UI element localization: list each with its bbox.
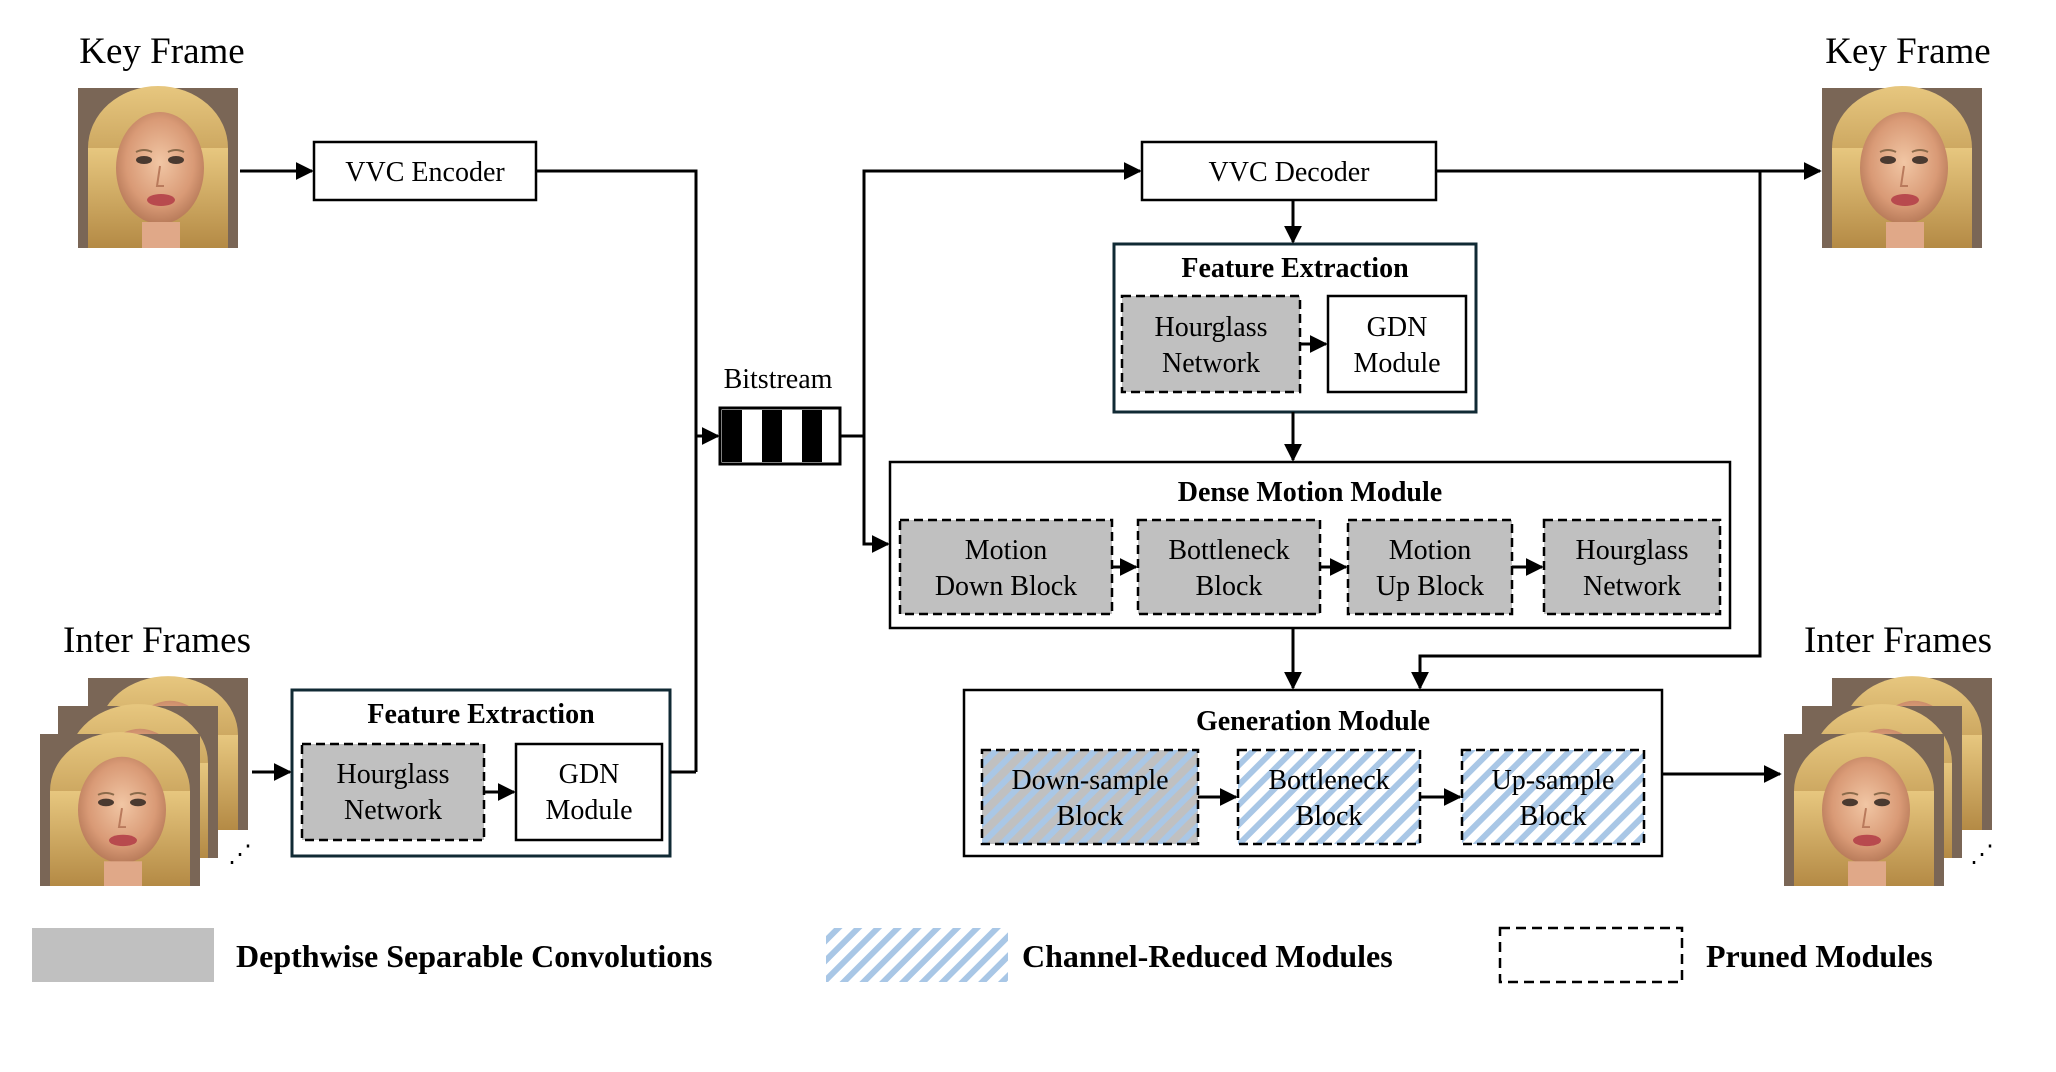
legend-channel-reduced-swatch — [826, 928, 1008, 982]
vvc-encoder-label: VVC Encoder — [345, 157, 505, 188]
decoder-gdn-label-2: Module — [1353, 348, 1440, 379]
key-frame-right-image — [1821, 85, 1983, 249]
decoder-gdn-box — [1326, 294, 1468, 394]
svg-text:⋰: ⋰ — [1970, 842, 1994, 868]
upsample-label-2: Block — [1520, 801, 1587, 832]
key-frame-right-label: Key Frame — [1825, 31, 1990, 72]
inter-frames-right-images: ⋰ — [1783, 675, 1994, 887]
encoder-gdn-label-2: Module — [545, 795, 632, 826]
encoder-hourglass-label-2: Network — [344, 795, 442, 826]
vvc-decoder-box — [1140, 140, 1438, 202]
connectors — [240, 162, 1822, 806]
dense-bottleneck-label: Bottleneck — [1168, 535, 1289, 566]
upsample-block — [1460, 748, 1646, 846]
dense-hourglass-block — [1542, 518, 1722, 616]
encoder-gdn-box — [514, 742, 664, 842]
motion-down-block — [898, 518, 1114, 616]
inter-frames-left-images: ⋰ — [39, 675, 252, 887]
dense-motion-title: Dense Motion Module — [1178, 477, 1442, 508]
decoder-gdn-label: GDN — [1367, 312, 1428, 343]
dense-hourglass-label-2: Network — [1583, 571, 1681, 602]
feature-extraction-decoder-title: Feature Extraction — [1181, 253, 1409, 284]
vvc-encoder-box — [312, 140, 538, 202]
bitstream-icon — [718, 406, 842, 466]
decoder-hourglass-label: Hourglass — [1154, 312, 1267, 343]
encoder-gdn-label: GDN — [559, 759, 620, 790]
inter-frames-right-label: Inter Frames — [1804, 620, 1992, 661]
legend-pruned-swatch — [1498, 926, 1684, 984]
upsample-label: Up-sample — [1492, 765, 1615, 796]
dense-bottleneck-block — [1136, 518, 1322, 616]
decoder-hourglass-box — [1120, 294, 1302, 394]
bitstream-label: Bitstream — [724, 364, 833, 395]
motion-up-block — [1346, 518, 1514, 616]
motion-down-label-2: Down Block — [935, 571, 1077, 602]
generation-bottleneck-block — [1236, 748, 1422, 846]
svg-text:⋰: ⋰ — [228, 842, 252, 868]
legend: Depthwise Separable Convolutions Channel… — [32, 926, 1933, 984]
decoder-hourglass-label-2: Network — [1162, 348, 1260, 379]
generation-bottleneck-label: Bottleneck — [1268, 765, 1389, 796]
generation-bottleneck-label-2: Block — [1296, 801, 1363, 832]
legend-pruned-label: Pruned Modules — [1706, 938, 1933, 974]
motion-down-label: Motion — [965, 535, 1047, 566]
dense-bottleneck-label-2: Block — [1196, 571, 1263, 602]
inter-frames-left-label: Inter Frames — [63, 620, 251, 661]
legend-dsc-label: Depthwise Separable Convolutions — [236, 938, 713, 974]
motion-up-label: Motion — [1389, 535, 1471, 566]
vvc-decoder-label: VVC Decoder — [1209, 157, 1371, 188]
generation-title: Generation Module — [1196, 706, 1430, 737]
encoder-hourglass-label: Hourglass — [336, 759, 449, 790]
key-frame-left-label: Key Frame — [79, 31, 244, 72]
legend-channel-reduced-label: Channel-Reduced Modules — [1022, 938, 1393, 974]
downsample-label: Down-sample — [1011, 765, 1168, 796]
downsample-block — [980, 748, 1200, 846]
legend-dsc-swatch — [32, 928, 214, 982]
dense-hourglass-label: Hourglass — [1575, 535, 1688, 566]
feature-extraction-encoder-title: Feature Extraction — [367, 699, 595, 730]
downsample-label-2: Block — [1057, 801, 1124, 832]
motion-up-label-2: Up Block — [1376, 571, 1484, 602]
key-frame-left-image — [77, 85, 239, 249]
